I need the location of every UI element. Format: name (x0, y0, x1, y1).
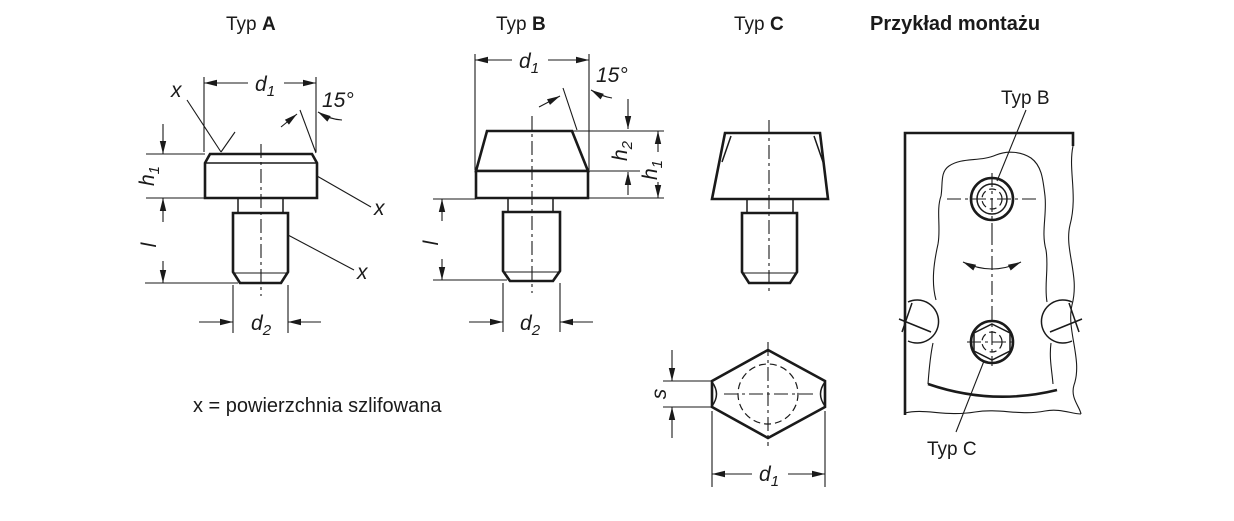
typ-a-d2-label: d2 (251, 312, 272, 339)
typ-a-d1-dimension: d1 (203, 73, 317, 152)
mounting-title: Przykład montażu (870, 13, 1040, 35)
mount-typ-b-bolt (947, 173, 1037, 231)
typ-a-x-top-label: x (170, 79, 183, 102)
mount-typ-c-hexagon (973, 323, 1011, 361)
typ-b-d2-dimension: d2 (469, 283, 593, 339)
mount-workpiece-outline (927, 151, 1058, 399)
mount-left-cutout-bolt (898, 299, 940, 344)
typ-b-angle-annotation: 15° (538, 64, 628, 131)
typ-a-x-thread-label: x (356, 261, 369, 284)
footnote-ground-surface: x = powierzchnia szlifowana (193, 395, 442, 417)
typ-c-head (710, 131, 830, 201)
mount-plate (903, 131, 1082, 415)
typ-a-bolt-body (203, 144, 319, 296)
typ-c-side-view (710, 120, 830, 292)
mounting-example: Przykład montażu (870, 13, 1083, 460)
typ-b-l-label: l (420, 239, 443, 245)
typ-a-x-mark-thread: x (287, 234, 369, 284)
typ-b-h2-h1-dimension: h2 h1 (572, 99, 666, 199)
mount-typ-c-callout: Typ C (927, 360, 985, 460)
typ-a-l-label: l (138, 241, 161, 247)
typ-a-h1-label: h1 (136, 166, 163, 186)
typ-c-d1-dimension: d1 (711, 411, 826, 490)
typ-b-bolt-body (474, 116, 590, 293)
typ-c-hex-view: s d1 (648, 342, 827, 490)
mount-typ-c-label: Typ C (927, 439, 977, 460)
typ-b-d1-label: d1 (519, 50, 539, 77)
typ-c-s-label: s (648, 388, 671, 399)
typ-b-h2-label: h2 (609, 140, 636, 161)
typ-a-d1-label: d1 (255, 73, 275, 100)
typ-a-d2-dimension: d2 (199, 285, 321, 339)
mount-right-cutout-bolt (1040, 299, 1083, 344)
typ-c-s-dimension: s (648, 350, 712, 438)
typ-b-d1-dimension: d1 (474, 50, 590, 170)
typ-b-l-dimension: l (420, 198, 507, 281)
typ-c-d1-label: d1 (759, 463, 779, 490)
typ-a-h1-l-dimension: h1 l (136, 124, 238, 284)
typ-a-angle-label: 15° (322, 89, 354, 112)
typ-a-x-head-label: x (373, 197, 386, 220)
typ-a-x-mark-top: x (170, 79, 236, 153)
typ-b-angle-label: 15° (596, 64, 628, 87)
typ-b-h1-label: h1 (639, 160, 666, 180)
typ-b-d2-label: d2 (520, 312, 541, 339)
mount-swivel-arrow (962, 261, 1022, 271)
mount-typ-b-callout: Typ B (996, 88, 1050, 182)
mount-typ-c-bolt (967, 319, 1017, 365)
typ-a-x-mark-head: x (316, 175, 386, 220)
typ-a-angle-annotation: 15° (280, 89, 354, 154)
mount-typ-b-label: Typ B (1001, 88, 1050, 109)
